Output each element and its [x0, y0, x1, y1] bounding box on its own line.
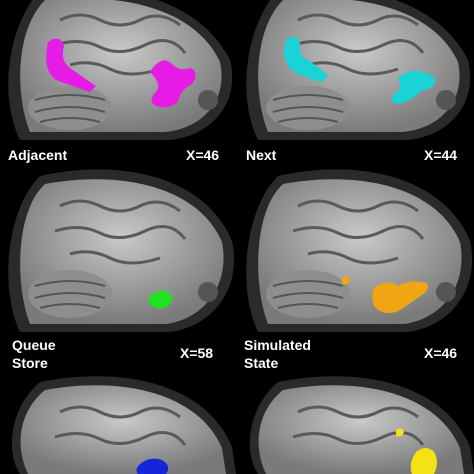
brain-mri-image: [249, 376, 474, 474]
brain-slice-panel-queue-store: [0, 166, 236, 332]
brain-mri-image: [8, 169, 235, 332]
panel-label-queue-store: Queue Store: [12, 337, 56, 371]
brain-mri-image: [246, 169, 473, 332]
activation-blob: [46, 38, 196, 108]
panel-label-simulated-state: Simulated State: [244, 337, 311, 371]
panel-x-label-simulated-state: X=46: [424, 345, 458, 361]
panel-x-label-next: X=44: [424, 147, 458, 163]
brain-slice-panel-next: [238, 0, 474, 140]
panel-label-next: Next: [246, 147, 277, 163]
brain-slice-panel-simulated-state: [238, 166, 474, 332]
brain-slice-panel-bottom-right: [238, 372, 474, 474]
brain-mri-image: [246, 0, 471, 140]
brain-slice-panel-bottom-left: [0, 372, 236, 474]
activation-blob: [396, 428, 437, 474]
activation-blob: [148, 290, 173, 309]
activation-blob: [342, 276, 428, 314]
activation-blob: [136, 458, 169, 474]
brain-mri-image: [8, 0, 233, 140]
panel-x-label-queue-store: X=58: [180, 345, 214, 361]
brain-slice-panel-adjacent: [0, 0, 236, 140]
panel-x-label-adjacent: X=46: [186, 147, 220, 163]
brain-mri-image: [11, 376, 236, 474]
activation-blob: [284, 36, 436, 104]
panel-label-adjacent: Adjacent: [8, 147, 68, 163]
